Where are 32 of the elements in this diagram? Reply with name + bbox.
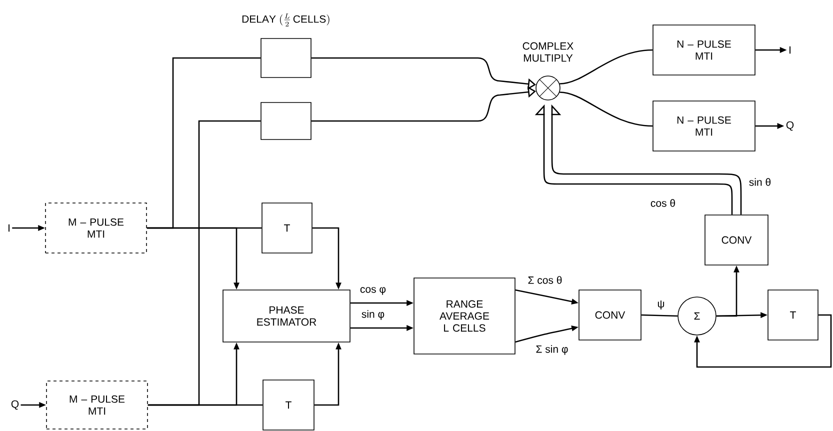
block-caption: COMPLEX MULTIPLY <box>522 42 574 62</box>
delay-box <box>260 102 312 140</box>
signal-label: I <box>8 224 10 232</box>
filter-box: N – PULSE MTI <box>652 100 756 152</box>
process-box: PHASE ESTIMATOR <box>222 290 350 342</box>
block-caption: $\mathsf{DELAY}\ (\frac{L}{2}\,\mathsf{CELLS})$ <box>242 14 330 26</box>
delay-box <box>260 38 312 78</box>
edge-label: Σ sin φ <box>534 344 570 356</box>
summing-junction: Σ <box>678 296 716 336</box>
delay-box: T <box>262 380 314 430</box>
multiplier-symbol <box>536 76 560 100</box>
edge-label: cos φ <box>358 286 388 296</box>
edge-label: sin θ <box>748 177 772 187</box>
connector-line <box>560 92 653 127</box>
process-box: RANGE AVERAGE L CELLS <box>414 278 516 354</box>
connector-line <box>560 49 653 84</box>
filter-box: N – PULSE MTI <box>652 24 756 76</box>
edge-label: ψ <box>656 299 666 311</box>
signal-label: Q <box>11 400 19 410</box>
delay-box: T <box>768 290 818 340</box>
process-box: CONV <box>704 214 768 266</box>
edge-label: sin φ <box>360 309 386 321</box>
delay-box: T <box>262 202 312 254</box>
connector-line <box>641 314 678 317</box>
filter-box: M – PULSE MTI <box>46 380 148 430</box>
process-box: CONV <box>578 290 642 340</box>
edge-label: cos θ <box>649 198 677 208</box>
signal-label: Q <box>786 121 794 131</box>
arrow <box>694 314 832 368</box>
edge-label: Σ cos θ <box>526 275 564 285</box>
arrow <box>311 86 536 122</box>
filter-box: M – PULSE MTI <box>45 202 147 254</box>
